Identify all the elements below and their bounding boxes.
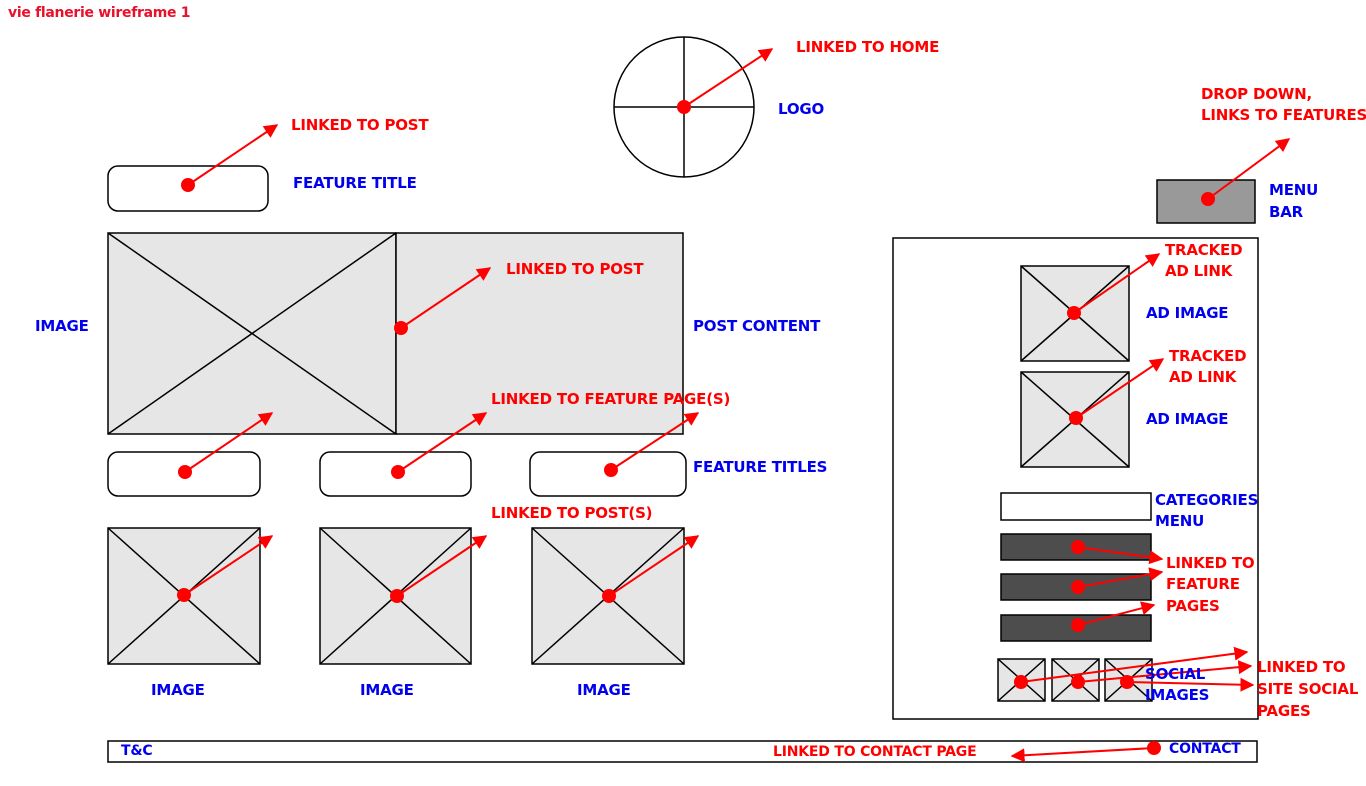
label-social-images-1: SOCIAL	[1145, 665, 1206, 683]
label-social-images-2: IMAGES	[1145, 686, 1210, 704]
arrow-contact	[1010, 747, 1155, 763]
label-logo: LOGO	[778, 100, 825, 118]
label-linked-to-contact: LINKED TO CONTACT PAGE	[773, 744, 977, 760]
label-linked-to-post-mid: LINKED TO POST	[506, 260, 644, 278]
arrow-image-3	[608, 535, 700, 597]
arrow-menu-bar	[1207, 138, 1291, 200]
label-linked-to-feature-pages: LINKED TO FEATURE PAGE(S)	[491, 390, 731, 408]
label-categories-menu-2: MENU	[1155, 512, 1205, 530]
label-linked-to-post-top: LINKED TO POST	[291, 116, 429, 134]
footer-bar	[107, 740, 1258, 763]
label-post-content: POST CONTENT	[693, 317, 821, 335]
label-linked-feature-pages-1: LINKED TO	[1166, 554, 1255, 572]
label-ad-image-1: AD IMAGE	[1146, 304, 1229, 322]
arrow-feature-pill-3	[610, 412, 700, 471]
post-content-box	[395, 232, 684, 435]
label-categories-menu-1: CATEGORIES	[1155, 491, 1259, 509]
label-linked-feature-pages-2: FEATURE	[1166, 575, 1240, 593]
label-menu-bar-1: MENU	[1269, 181, 1319, 199]
label-linked-social-1: LINKED TO	[1257, 658, 1346, 676]
label-image-1: IMAGE	[151, 681, 205, 699]
arrow-social-1	[1020, 646, 1249, 683]
label-tracked-ad-2a: TRACKED	[1169, 347, 1247, 365]
arrow-category-1	[1077, 546, 1164, 565]
arrow-social-3	[1126, 677, 1255, 692]
label-drop-down-2: LINKS TO FEATURES	[1201, 106, 1366, 124]
label-feature-title: FEATURE TITLE	[293, 174, 417, 192]
arrow-image-2	[396, 535, 488, 597]
label-feature-titles: FEATURE TITLES	[693, 458, 828, 476]
label-linked-to-posts: LINKED TO POST(S)	[491, 504, 653, 522]
label-tracked-ad-1b: AD LINK	[1165, 262, 1233, 280]
arrow-main-image	[184, 412, 274, 473]
label-drop-down-1: DROP DOWN,	[1201, 85, 1312, 103]
label-contact: CONTACT	[1169, 741, 1241, 757]
label-image-2: IMAGE	[360, 681, 414, 699]
label-image-3: IMAGE	[577, 681, 631, 699]
label-linked-social-3: PAGES	[1257, 702, 1311, 720]
label-tc: T&C	[121, 743, 153, 759]
main-image-placeholder	[107, 232, 397, 435]
arrow-logo	[683, 48, 774, 108]
arrow-feature-title	[187, 124, 279, 186]
annotation-arrows	[183, 48, 1291, 763]
arrow-post-content	[400, 267, 492, 329]
arrow-category-2	[1077, 567, 1164, 588]
label-linked-to-home: LINKED TO HOME	[796, 38, 940, 56]
label-menu-bar-2: BAR	[1269, 203, 1303, 221]
label-tracked-ad-2b: AD LINK	[1169, 368, 1237, 386]
annotation-dots	[177, 100, 1215, 755]
image-placeholder-1	[107, 527, 261, 665]
label-linked-social-2: SITE SOCIAL	[1257, 680, 1359, 698]
arrow-ad-1	[1073, 253, 1161, 314]
label-image-left: IMAGE	[35, 317, 89, 335]
arrow-image-1	[183, 535, 274, 596]
arrow-ad-2	[1075, 358, 1165, 419]
categories-menu-box	[1000, 492, 1152, 521]
label-ad-image-2: AD IMAGE	[1146, 410, 1229, 428]
label-linked-feature-pages-3: PAGES	[1166, 597, 1220, 615]
arrow-feature-pill-2	[397, 412, 488, 473]
arrow-social-2	[1077, 660, 1253, 683]
arrow-category-3	[1077, 601, 1156, 626]
label-tracked-ad-1a: TRACKED	[1165, 241, 1243, 259]
wireframe-title: vie flanerie wireframe 1	[8, 5, 191, 21]
